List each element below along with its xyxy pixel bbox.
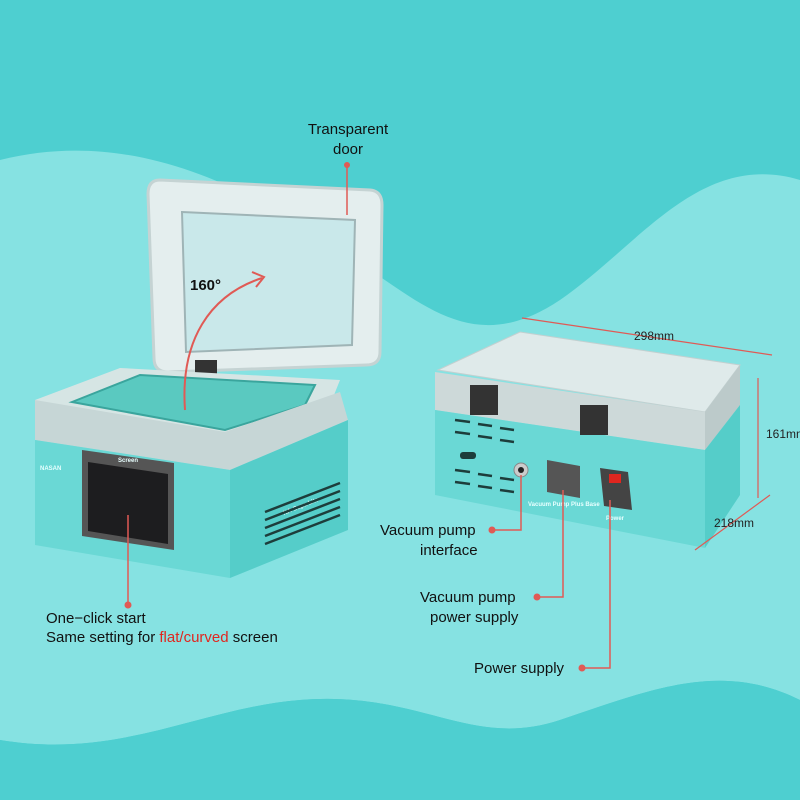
lid-rim [35,392,348,470]
angle-label: 160° [190,277,221,294]
socket-caption: Vacuum Pump Plus Base [528,502,600,508]
background-wave-bottom [0,680,800,800]
device-tray [68,373,317,432]
vacuum-power-line2: power supply [430,609,519,626]
height-dimension: 161mm [766,427,800,441]
device-side [230,420,348,578]
uk-socket[interactable] [547,460,580,498]
power-inlet[interactable] [600,468,632,510]
callout-dot [124,601,132,609]
hinge [470,385,498,415]
lid-side [705,365,740,450]
brand-logo: NASAN [40,466,61,472]
door-label-line1: Transparent [308,121,389,138]
vacuum-interface-line1: Vacuum pump [380,522,476,539]
touch-screen[interactable] [88,462,168,544]
rotation-arrow-icon [183,277,263,411]
indicator-slot [460,452,476,459]
hinge [195,360,217,374]
door-window [180,210,357,354]
start-label-line1: One−click start [46,610,146,627]
power-caption: Power [606,516,625,522]
screen-caption: Screen [118,458,138,464]
left-device: Screen NASAN NA-Supa Lite 160° Transpare… [35,121,389,646]
lid-front [435,372,705,450]
power-supply-label: Power supply [474,660,565,677]
arrow-head-icon [251,271,266,288]
callout-dot [344,162,350,168]
vent-grille [264,481,341,546]
callout-dot [578,664,586,672]
vacuum-power-line1: Vacuum pump [420,589,516,606]
vacuum-interface-line2: interface [420,542,478,559]
power-switch[interactable] [609,474,621,483]
door-label-line2: door [333,141,363,158]
width-dimension: 298mm [634,329,674,343]
depth-dimension: 218mm [714,516,754,530]
device-side [705,405,740,548]
callout-dot [488,526,496,534]
callout-dot [533,593,541,601]
right-device: Vacuum Pump Plus Base Power 298mm 161mm … [380,317,800,677]
hinge [580,405,608,435]
vent-slots [454,418,515,494]
start-label-line2: Same setting for flat/curved screen [46,629,278,646]
